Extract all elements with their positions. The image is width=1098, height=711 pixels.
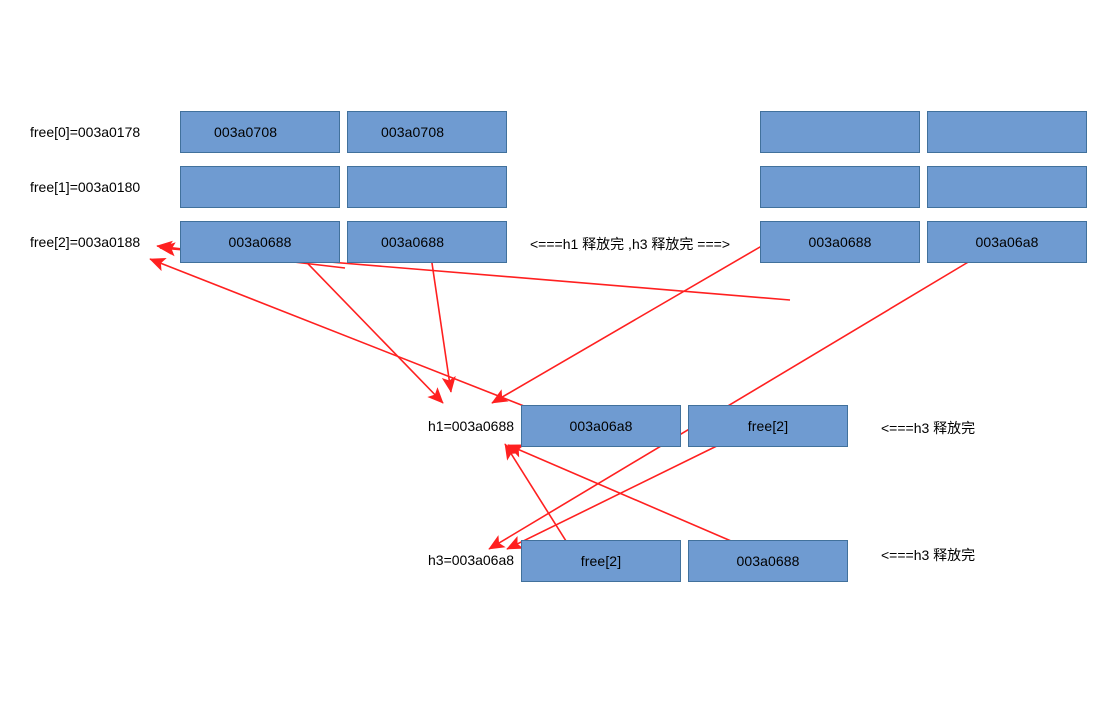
box-right-r2-c1-label: 003a06a8 <box>975 234 1039 250</box>
box-right-r2-c0-label: 003a0688 <box>808 234 872 250</box>
box-left-r0-c0[interactable]: 003a0708 <box>180 111 340 153</box>
box-left-r0-c1-label: 003a0708 <box>381 124 445 140</box>
arrow-right-box3-to-h1 <box>491 239 773 404</box>
box-right-r0-c0[interactable] <box>760 111 920 153</box>
row-label-h3: h3=003a06a8 <box>428 552 515 568</box>
arrow-mid-box-to-free2 <box>149 258 586 431</box>
box-right-r1-c1[interactable] <box>927 166 1087 208</box>
row-label-free1: free[1]=003a0180 <box>30 179 141 195</box>
box-right-r2-c1[interactable]: 003a06a8 <box>927 221 1087 263</box>
arrow-right-box4-to-h3 <box>488 257 976 550</box>
box-bot-c0-label: free[2] <box>580 553 622 569</box>
box-right-r2-c0[interactable]: 003a0688 <box>760 221 920 263</box>
box-left-r0-c1[interactable]: 003a0708 <box>347 111 507 153</box>
row-label-free2: free[2]=003a0188 <box>30 234 141 250</box>
note-mid: <===h3 释放完 <box>881 420 976 436</box>
box-bot-c1[interactable]: 003a0688 <box>688 540 848 582</box>
box-bot-c1-label: 003a0688 <box>736 553 800 569</box>
box-left-r2-c0-label: 003a0688 <box>228 234 292 250</box>
box-right-r0-c1[interactable] <box>927 111 1087 153</box>
box-left-r0-c0-label: 003a0708 <box>214 124 278 140</box>
box-left-r1-c1[interactable] <box>347 166 507 208</box>
box-mid-c1-label: free[2] <box>747 418 789 434</box>
box-mid-c1[interactable]: free[2] <box>688 405 848 447</box>
box-left-r2-c0[interactable]: 003a0688 <box>180 221 340 263</box>
box-mid-c0-label: 003a06a8 <box>569 418 633 434</box>
box-left-r2-c1-label: 003a0688 <box>381 234 445 250</box>
arrow-bot-box2-to-h1 <box>507 444 746 548</box>
row-label-free0: free[0]=003a0178 <box>30 124 141 140</box>
note-top: <===h1 释放完 ,h3 释放完 ===> <box>530 236 730 252</box>
note-bottom: <===h3 释放完 <box>881 547 976 563</box>
row-label-h1: h1=003a0688 <box>428 418 515 434</box>
box-left-r1-c0[interactable] <box>180 166 340 208</box>
box-bot-c0[interactable]: free[2] <box>521 540 681 582</box>
box-mid-c0[interactable]: 003a06a8 <box>521 405 681 447</box>
box-right-r1-c0[interactable] <box>760 166 920 208</box>
box-left-r2-c1[interactable]: 003a0688 <box>347 221 507 263</box>
